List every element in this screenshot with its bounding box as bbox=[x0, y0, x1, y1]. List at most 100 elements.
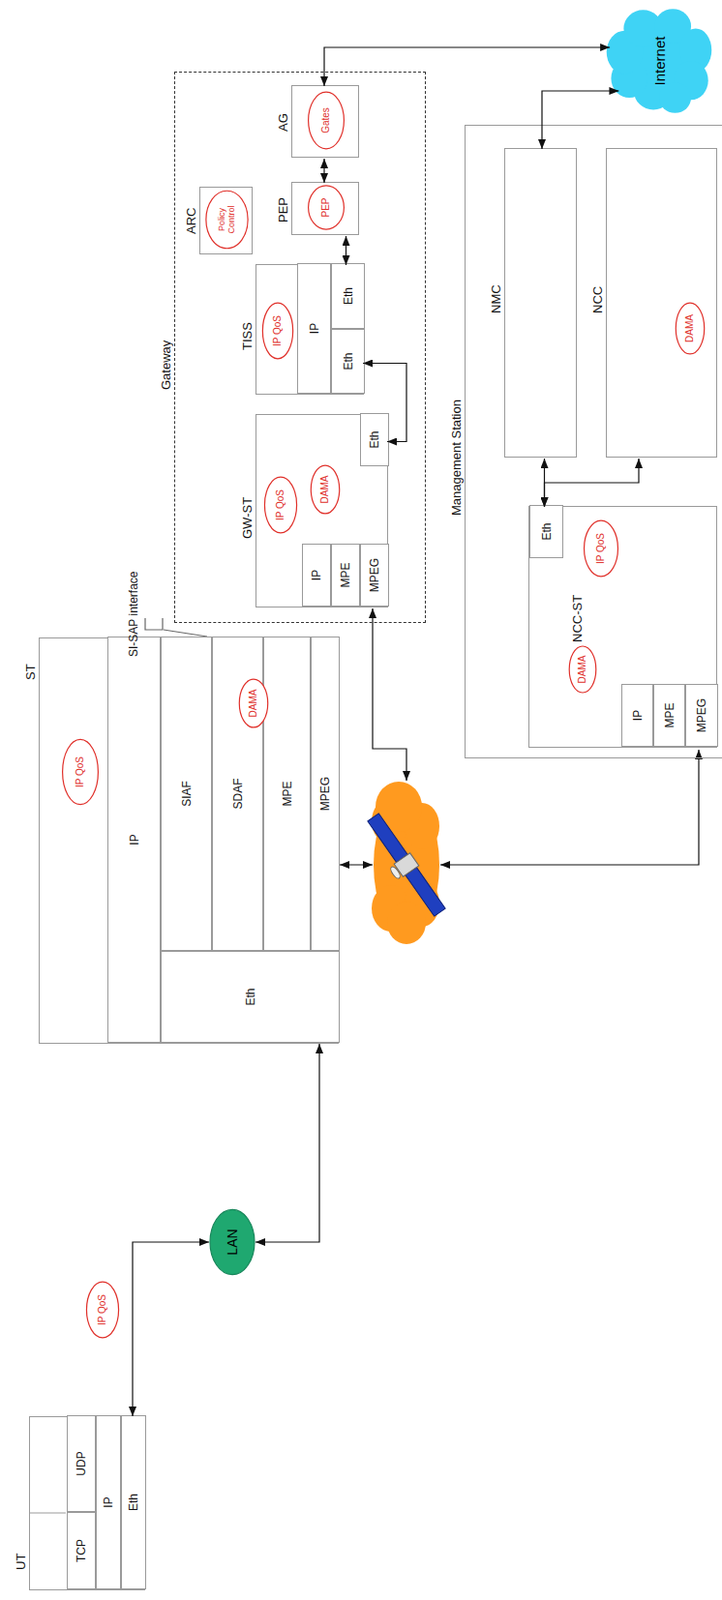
node-label: IP bbox=[101, 1497, 116, 1508]
layer-cell: MPEG bbox=[310, 636, 340, 952]
node-label: DAMA bbox=[685, 314, 696, 343]
layer-cell: UDP bbox=[66, 1415, 96, 1513]
function-ellipse: DAMA bbox=[238, 678, 270, 729]
system-box: NCCDAMA bbox=[605, 148, 718, 458]
function-ellipse: PEP bbox=[306, 184, 346, 231]
node-label: IP bbox=[307, 323, 322, 334]
layer-cell: Eth bbox=[529, 505, 564, 559]
ellipse-outline bbox=[210, 1209, 255, 1275]
node-label: Gates bbox=[321, 107, 332, 134]
stack-divider bbox=[29, 1513, 66, 1515]
node-label: IP bbox=[309, 570, 324, 581]
cloud-part bbox=[387, 902, 426, 945]
node-label: Policy Control bbox=[217, 195, 237, 244]
node-label: PEP bbox=[321, 198, 332, 218]
interface-label: SI-SAP interface bbox=[123, 571, 142, 659]
node-label: IP bbox=[631, 710, 645, 722]
box-heading: PEP bbox=[275, 197, 291, 223]
link-arrow bbox=[323, 158, 325, 183]
layer-cell: Eth bbox=[360, 413, 390, 467]
layer-cell: IP bbox=[301, 543, 331, 607]
satellite-cloud bbox=[371, 782, 440, 945]
node-label: IP QoS bbox=[97, 1294, 109, 1326]
system-box: UTTCPUDPIPEth bbox=[29, 1416, 146, 1592]
node-label: Eth bbox=[341, 287, 356, 305]
interface-label-text: SI-SAP interface bbox=[126, 571, 141, 659]
satellite-link bbox=[339, 864, 373, 866]
system-box: PEPPEP bbox=[291, 181, 360, 236]
layer-cell: Eth bbox=[120, 1415, 147, 1591]
ellipse-outline bbox=[206, 190, 248, 249]
layer-cell: IP bbox=[107, 636, 161, 1044]
ellipse-outline bbox=[569, 646, 597, 693]
function-ellipse: IP QoS bbox=[261, 301, 295, 361]
box-heading: UT bbox=[13, 1554, 29, 1571]
system-box: NMC bbox=[504, 148, 577, 458]
system-box: TISSIP QoSIPEthEth bbox=[255, 264, 364, 395]
link-arrow bbox=[541, 90, 619, 150]
function-ellipse: Gates bbox=[306, 90, 346, 151]
layer-cell: Eth bbox=[330, 263, 365, 330]
link-arrow bbox=[324, 47, 610, 87]
function-ellipse: IP QoS bbox=[85, 1281, 121, 1340]
solar-panel bbox=[405, 868, 446, 918]
link-arrow bbox=[362, 363, 407, 443]
layer-cell: IP bbox=[297, 263, 331, 394]
node-label: MPE bbox=[338, 563, 353, 589]
interface-bracket bbox=[145, 618, 163, 631]
node-label: Eth bbox=[126, 1494, 141, 1512]
node-label: MPEG bbox=[694, 698, 709, 733]
ellipse-outline bbox=[239, 679, 268, 728]
box-heading: NCC-ST bbox=[570, 595, 585, 643]
system-box: ARCPolicy Control bbox=[199, 186, 253, 255]
node-label: LAN bbox=[224, 1229, 241, 1256]
layer-cell: Eth bbox=[160, 951, 340, 1044]
satellite-link bbox=[372, 608, 407, 782]
system-box: GW-STIP QoSDAMAIPMPEMPEGEth bbox=[255, 414, 389, 608]
box-heading: GW-ST bbox=[240, 497, 255, 540]
function-ellipse: DAMA bbox=[568, 645, 598, 694]
ellipse-outline bbox=[264, 477, 297, 534]
node-label: DAMA bbox=[577, 656, 589, 685]
layer-cell: MPE bbox=[263, 636, 311, 952]
box-heading: TISS bbox=[240, 322, 255, 351]
node-label: MPEG bbox=[367, 558, 382, 593]
node-label: SIAF bbox=[180, 781, 194, 808]
solar-panel bbox=[367, 813, 408, 864]
system-box: NCC-STIP QoSDAMAIPMPEMPEGEth bbox=[528, 506, 718, 749]
node-label: MPEG bbox=[318, 777, 332, 812]
ellipse-outline bbox=[675, 302, 704, 355]
satellite-link bbox=[440, 750, 699, 866]
node-label: UDP bbox=[74, 1451, 89, 1476]
satellite-icon bbox=[360, 812, 449, 923]
node-label: Internet bbox=[651, 36, 668, 87]
internet-cloud: Internet bbox=[601, 6, 717, 116]
box-heading: NMC bbox=[488, 284, 504, 314]
box-heading: ST bbox=[23, 663, 38, 681]
node-label: TCP bbox=[74, 1539, 89, 1564]
node-label: IP QoS bbox=[596, 533, 607, 565]
ellipse-outline bbox=[584, 520, 619, 577]
layer-cell: MPEG bbox=[360, 543, 390, 607]
ellipse-outline bbox=[308, 185, 345, 230]
cloud-part bbox=[659, 82, 692, 113]
function-ellipse: DAMA bbox=[674, 301, 706, 356]
ellipse-outline bbox=[310, 465, 339, 514]
link-arrow bbox=[132, 1242, 210, 1417]
layer-cell: IP bbox=[95, 1415, 121, 1591]
link-arrow bbox=[255, 1044, 320, 1243]
node-label: Eth bbox=[341, 353, 356, 371]
layer-cell: MPE bbox=[330, 543, 361, 607]
link-arrow bbox=[544, 458, 640, 508]
function-ellipse: IP QoS bbox=[263, 476, 299, 535]
box-heading: AG bbox=[275, 113, 291, 132]
layer-cell: Eth bbox=[330, 329, 365, 394]
node-label: IP bbox=[127, 834, 142, 845]
gateway-frame: GatewayGW-STIP QoSDAMAIPMPEMPEGEthTISSIP… bbox=[174, 71, 426, 624]
ellipse-outline bbox=[308, 91, 345, 150]
node-label: MPE bbox=[280, 782, 295, 808]
box-heading: NCC bbox=[590, 286, 605, 314]
node-label: IP QoS bbox=[272, 315, 284, 347]
